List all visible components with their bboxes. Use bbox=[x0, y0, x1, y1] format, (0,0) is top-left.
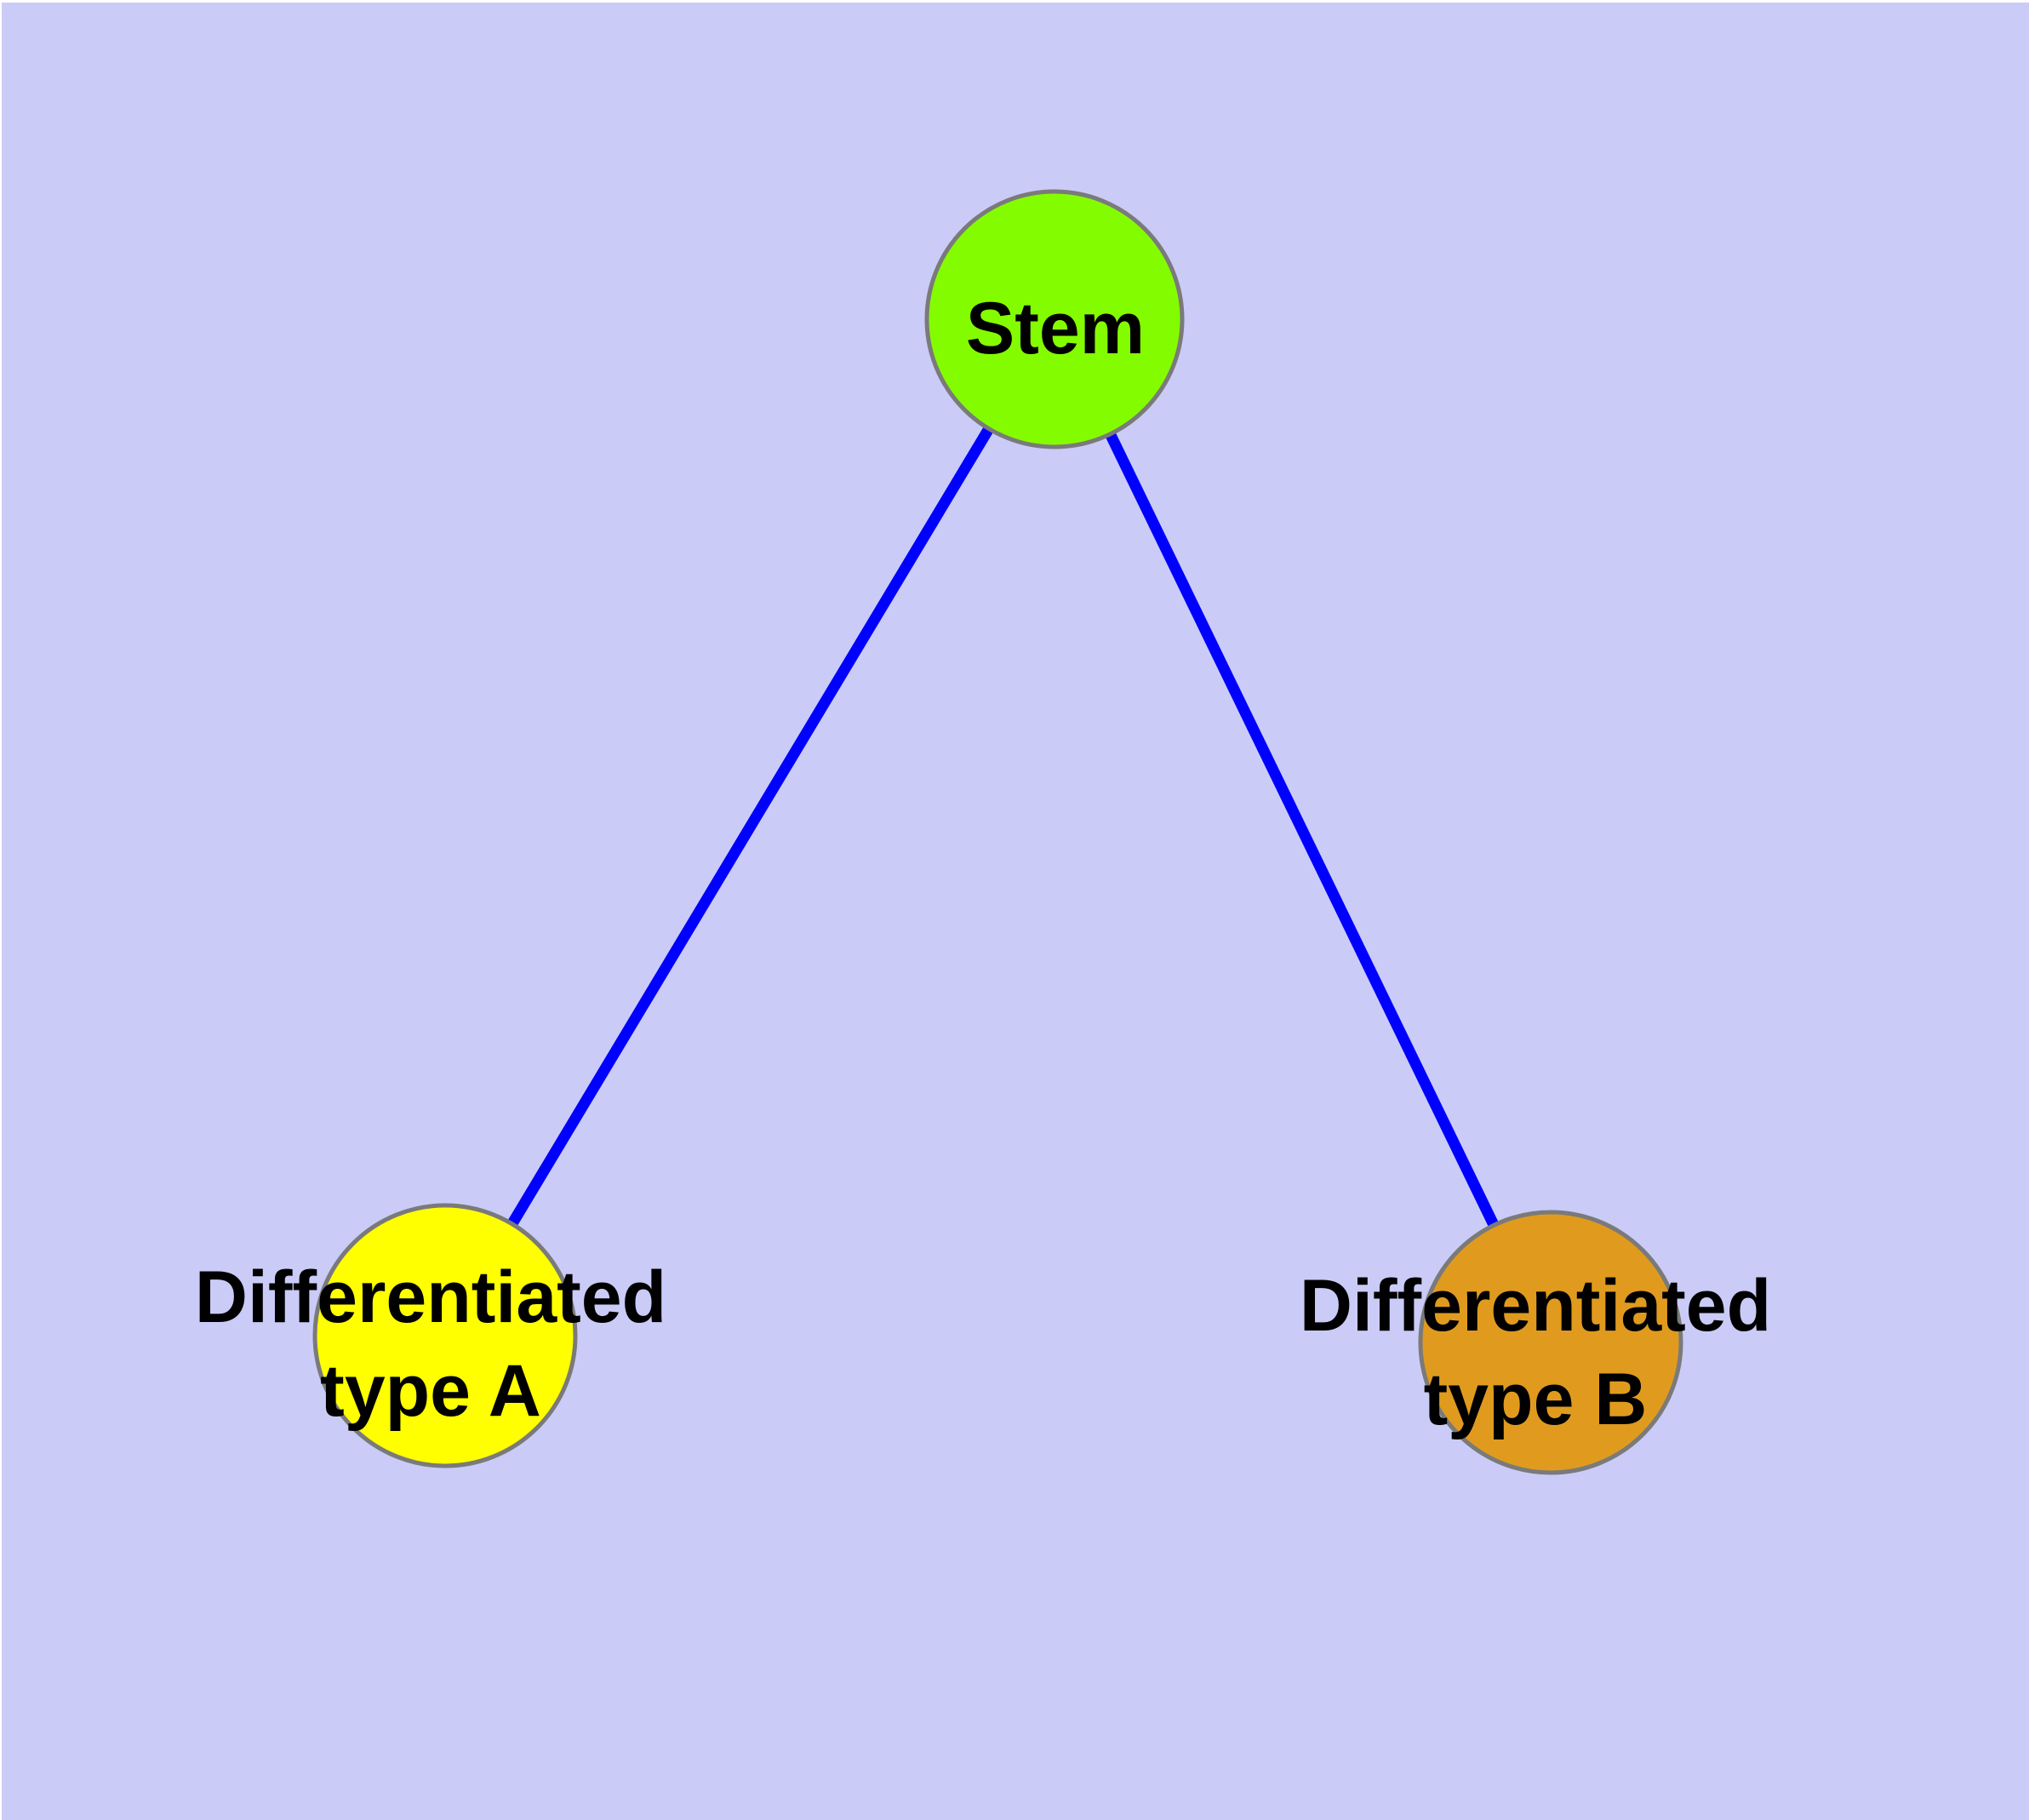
graph-svg bbox=[312, 189, 1683, 1475]
node-type-a-label-line1: Differentiated bbox=[194, 1256, 667, 1338]
edge-stem-to-type-a bbox=[440, 316, 1060, 1339]
node-type-b-label-line1: Differentiated bbox=[1299, 1265, 1772, 1347]
node-type-b-label-line2: type B bbox=[1423, 1359, 1648, 1440]
node-type-a-circle bbox=[312, 1203, 578, 1468]
diagram-canvas: Stem Differentiated type A Differentiate… bbox=[2, 3, 2029, 1820]
node-type-b-label: Differentiated type B bbox=[1300, 1259, 1771, 1446]
node-stem-circle bbox=[924, 189, 1185, 449]
node-type-a-label: Differentiated type A bbox=[195, 1251, 666, 1438]
edge-stem-to-type-b bbox=[1049, 317, 1556, 1345]
node-type-b-circle bbox=[1418, 1210, 1683, 1475]
node-type-a-label-line2: type A bbox=[320, 1350, 541, 1432]
node-stem-label: Stem bbox=[965, 288, 1146, 369]
